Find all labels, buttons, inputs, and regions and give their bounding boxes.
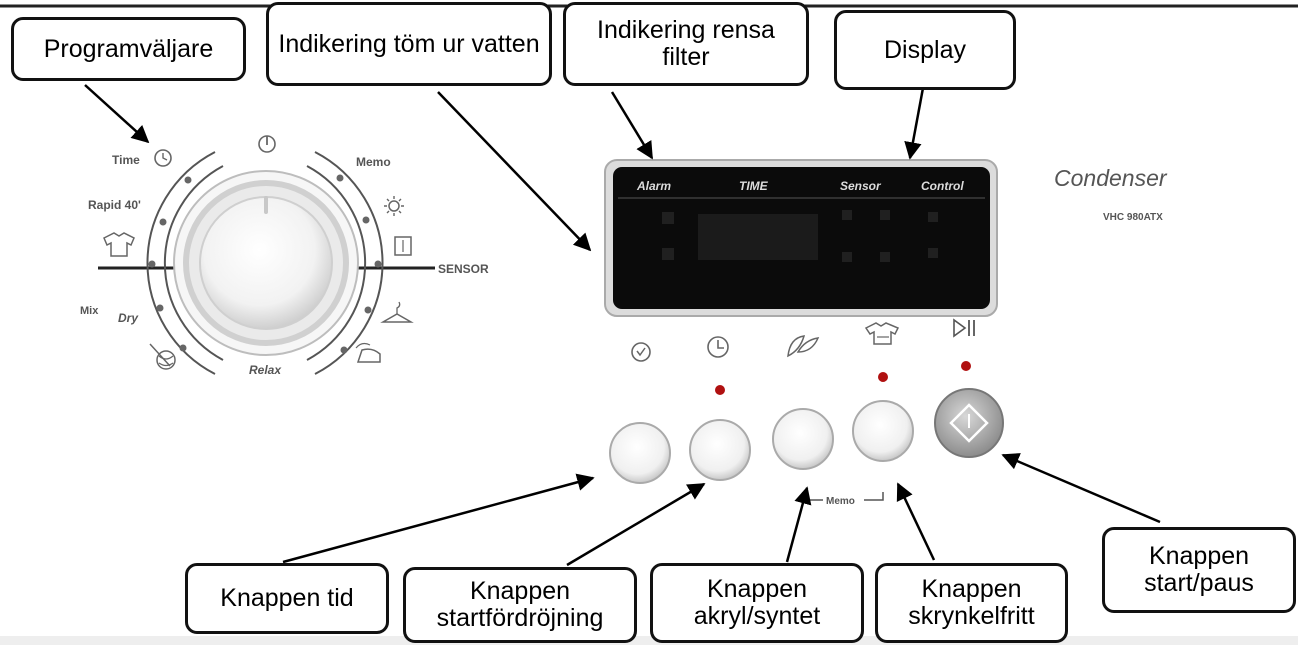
delay-start-icon [707, 336, 729, 358]
power-icon [258, 135, 276, 153]
model-number: VHC 980ATX [1103, 212, 1163, 223]
arrow-start-button [1001, 453, 1161, 524]
arrow-synthetic-button [785, 486, 812, 563]
dial-label-relax: Relax [249, 363, 282, 377]
synthetic-icon [787, 335, 820, 358]
timer-icon [631, 342, 651, 362]
clock-icon [154, 149, 172, 167]
dial-label-memo: Memo [356, 155, 391, 169]
dial-label-mix: Mix [80, 305, 99, 317]
bottom-band [0, 636, 1298, 645]
callout-clean-filter: Indikering rensa filter [563, 2, 809, 86]
callout-display: Display [834, 10, 1016, 90]
callout-wrinkle-button: Knappen skrynkelfritt [875, 563, 1068, 643]
knob-pointer [264, 196, 268, 214]
panel-header-sensor: Sensor [840, 179, 882, 193]
anti-crease-button[interactable] [852, 400, 914, 462]
arrow-wrinkle-button [896, 482, 936, 561]
wool-icon [149, 343, 176, 370]
callout-synthetic-button: Knappen akryl/syntet [650, 563, 864, 643]
callout-empty-water: Indikering töm ur vatten [266, 2, 552, 86]
dial-label-rapid: Rapid 40' [88, 198, 141, 212]
arrow-program-selector [84, 84, 150, 144]
panel-header-alarm: Alarm [636, 179, 671, 193]
arrow-display [904, 87, 925, 160]
time-readout-area [698, 214, 818, 260]
panel-header-control: Control [921, 179, 964, 193]
brand-name: Condenser [1054, 165, 1168, 191]
memo-bracket-label: Memo [826, 496, 855, 507]
callout-arrows [84, 84, 1161, 567]
time-button[interactable] [609, 422, 671, 484]
dial-arc-right-inner [306, 165, 367, 361]
start-diamond-icon [949, 403, 989, 443]
play-pause-icon [953, 318, 975, 338]
dial-dots [148, 174, 382, 354]
led-anti-crease [878, 372, 888, 382]
sun-icon [384, 196, 404, 216]
callout-delay-button: Knappen startfördröjning [403, 567, 637, 643]
synthetic-button[interactable] [772, 408, 834, 470]
led-delay-start [715, 385, 725, 395]
led-start-pause [961, 361, 971, 371]
cabinet-icon [394, 236, 412, 256]
panel-header-time: TIME [739, 179, 769, 193]
dial-label-sensor: SENSOR [438, 262, 489, 276]
hanger-icon [380, 301, 414, 323]
arrow-delay-button [566, 482, 706, 567]
dial-label-dry: Dry [118, 311, 139, 325]
callout-program-selector: Programväljare [11, 17, 246, 81]
callout-time-button: Knappen tid [185, 563, 389, 634]
arrow-clean-filter [610, 91, 654, 160]
arrow-empty-water [437, 91, 592, 252]
dial-arc-left-inner [163, 165, 224, 361]
delay-start-button[interactable] [689, 419, 751, 481]
dial-label-time: Time [112, 153, 140, 167]
arrow-time-button [282, 473, 595, 564]
program-knob[interactable] [199, 196, 333, 330]
anti-crease-icon [864, 322, 900, 345]
callout-start-button: Knappen start/paus [1102, 527, 1296, 613]
iron-icon [355, 342, 381, 363]
display-indicators [662, 210, 938, 262]
shirt-icon [103, 232, 135, 257]
